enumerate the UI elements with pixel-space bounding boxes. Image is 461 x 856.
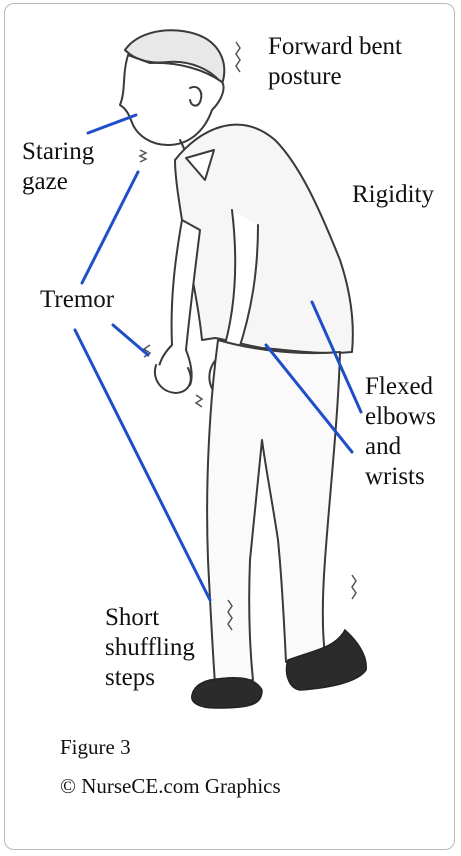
label-tremor: Tremor xyxy=(40,285,114,315)
illustration xyxy=(0,0,461,720)
figure-caption: Figure 3 xyxy=(60,735,131,760)
left-shoe xyxy=(192,678,262,708)
copyright-credit: © NurseCE.com Graphics xyxy=(60,774,281,799)
label-short-shuffling-steps: Short shuffling steps xyxy=(105,603,195,693)
label-staring-gaze: Staring gaze xyxy=(22,137,94,197)
label-rigidity: Rigidity xyxy=(352,180,434,210)
label-forward-posture: Forward bent posture xyxy=(268,32,402,92)
elderly-man-sketch xyxy=(120,30,353,684)
label-flexed-elbows-wrists: Flexed elbows and wrists xyxy=(365,372,436,492)
